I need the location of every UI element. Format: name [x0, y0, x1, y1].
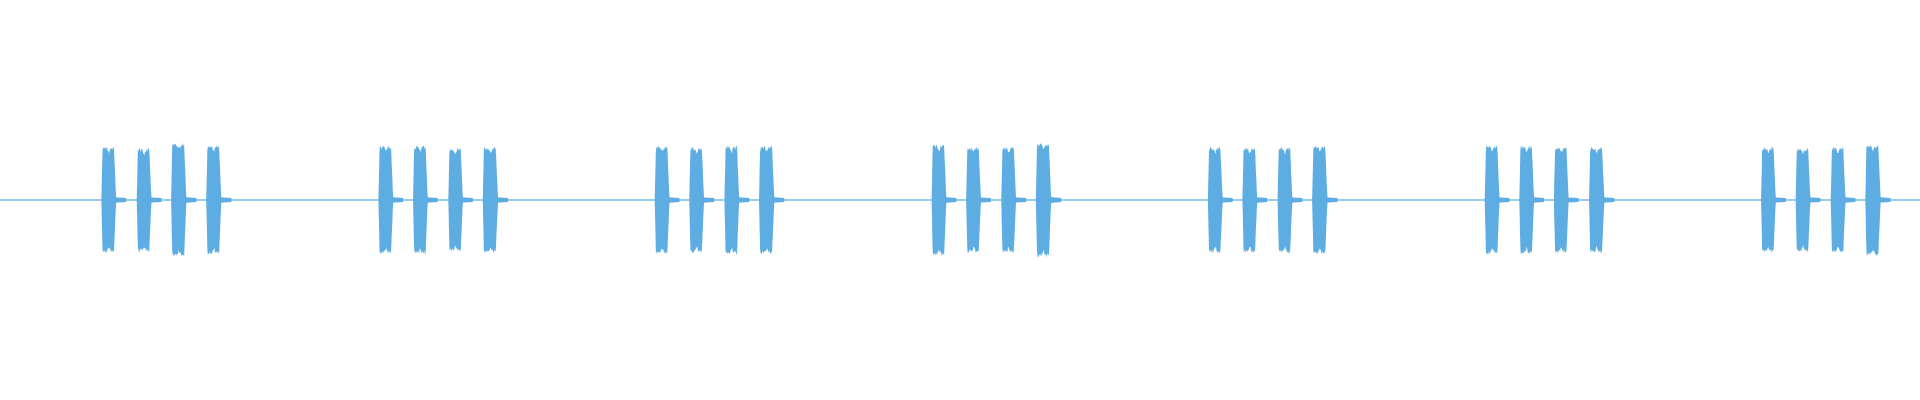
pulse-group-7	[1761, 144, 1891, 256]
pulse-group-2	[378, 145, 508, 255]
waveform-pulse	[1484, 145, 1510, 255]
waveform-pulse	[1761, 146, 1786, 254]
pulse-group-3	[654, 145, 785, 255]
waveform-pulse	[654, 145, 680, 255]
waveform-pulse	[136, 148, 162, 252]
waveform-pulse	[1519, 145, 1545, 255]
pulse-group-4	[931, 143, 1062, 258]
waveform-pulse	[931, 144, 957, 256]
waveform-pulse	[206, 145, 232, 255]
waveform-pulse	[482, 146, 508, 254]
pulse-group-6	[1484, 145, 1615, 255]
waveform-pulse	[101, 147, 127, 253]
waveform-pulse	[1001, 146, 1027, 254]
waveform-pulse	[171, 142, 197, 258]
pulse-group-1	[101, 142, 232, 258]
waveform-pulse	[1830, 146, 1856, 253]
waveform-pulse	[1207, 146, 1233, 254]
waveform-pulse	[1795, 148, 1821, 252]
waveform-pulse	[1865, 144, 1891, 256]
waveform-pulse	[413, 145, 438, 255]
waveform-pulse	[1242, 147, 1268, 254]
waveform-pulse	[689, 146, 715, 254]
waveform-pulse	[378, 145, 404, 254]
pulse-group-5	[1207, 146, 1338, 255]
waveform-pulse	[1553, 146, 1579, 253]
waveform-pulse	[1589, 147, 1615, 254]
waveform-pulse	[966, 146, 991, 254]
waveform-pulse	[1035, 143, 1062, 258]
waveform-bursts	[101, 142, 1891, 258]
waveform-pulse	[759, 145, 785, 254]
waveform-pulse	[724, 145, 750, 255]
waveform-pulse	[1312, 146, 1338, 255]
waveform-pulse	[1277, 146, 1303, 254]
waveform-pulse	[448, 148, 473, 252]
